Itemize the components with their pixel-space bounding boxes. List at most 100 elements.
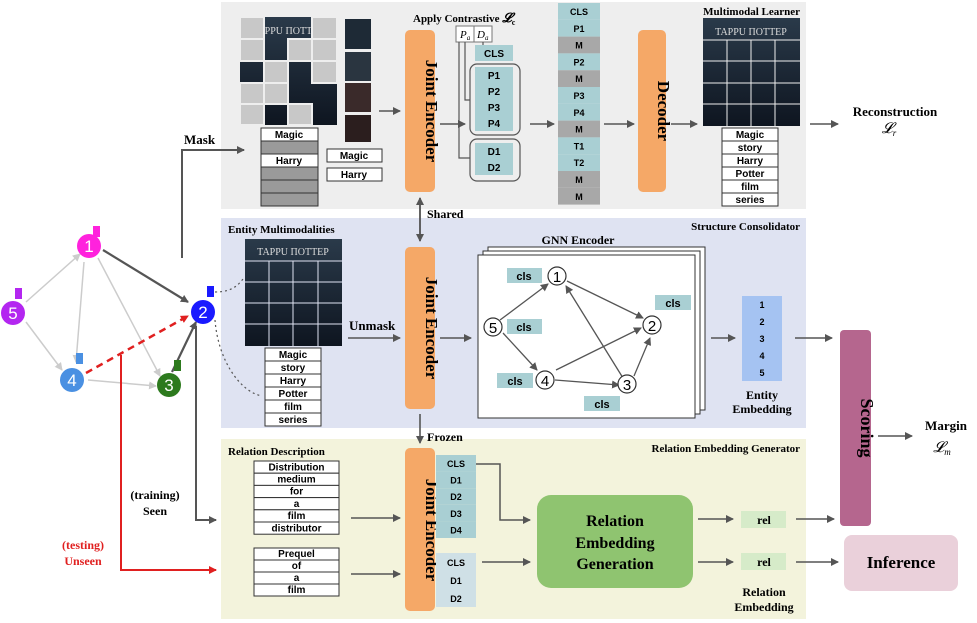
token-cell	[558, 19, 600, 37]
svg-text:P4: P4	[488, 119, 501, 130]
relation-token-cell	[436, 488, 476, 505]
gnn-encoder: GNN Encoder 1 2 3 4 5 cls cls cls cls	[477, 233, 706, 419]
token-text: P4	[573, 108, 584, 118]
entity-embedding-cell	[742, 330, 782, 347]
svg-text:Magic: Magic	[340, 151, 369, 162]
entity-embedding-cell	[742, 364, 782, 381]
token-text: P1	[573, 24, 584, 34]
relation-embedding-label-1: Relation	[742, 585, 786, 599]
graph-node-5: 5	[1, 288, 25, 325]
svg-text:Da: Da	[476, 29, 489, 42]
mask-connector	[181, 146, 245, 258]
shared-label: Shared	[427, 207, 464, 221]
rel-output-seen: rel	[741, 511, 786, 528]
entity-multimodalities-label: Entity Multimodalities	[228, 224, 335, 236]
reconstruction-label: Reconstruction	[853, 104, 938, 119]
relation-seen-text: film	[288, 511, 306, 522]
entity-embedding-value: 4	[759, 351, 764, 361]
token-cell	[558, 3, 600, 20]
graph-node-1-label: 1	[84, 237, 93, 256]
token-cell	[558, 87, 600, 104]
entity-text: Potter	[279, 389, 308, 400]
multimodal-learner-title: Multimodal Learner	[703, 6, 800, 18]
svg-text:Harry: Harry	[341, 170, 368, 181]
reconstructed-poster-image: TAPPU ΠOTTEP	[703, 18, 800, 126]
svg-text:Decoder: Decoder	[654, 81, 673, 142]
svg-text:Harry: Harry	[276, 156, 303, 167]
graph-node-2-label: 2	[198, 303, 207, 322]
graph-node-3: 3	[157, 360, 181, 397]
entity-embedding-cell	[742, 296, 782, 313]
testing-label: (testing)	[62, 538, 104, 552]
svg-text:rel: rel	[757, 555, 771, 569]
svg-text:D2: D2	[488, 163, 501, 174]
token-cell	[558, 137, 600, 155]
relation-token-text: D3	[450, 509, 462, 519]
entity-cell	[264, 412, 322, 427]
token-text: CLS	[570, 7, 588, 17]
svg-text:P3: P3	[488, 103, 501, 114]
entity-embedding-cell	[742, 313, 782, 330]
svg-text:P2: P2	[488, 87, 501, 98]
relation-token-cell	[436, 571, 476, 589]
relation-seen-text: Distribution	[268, 462, 324, 473]
margin-label: Margin	[925, 418, 968, 433]
entity-dotted-link	[214, 277, 245, 293]
relation-unseen-text: of	[292, 561, 302, 572]
margin-loss: 𝓛m	[933, 440, 951, 457]
token-text: M	[575, 192, 583, 202]
entity-embedding-label-2: Embedding	[732, 402, 791, 416]
graph-node-3-label: 3	[164, 376, 173, 395]
joint-encoder-top: Joint Encoder	[405, 30, 441, 192]
unmask-label: Unmask	[349, 318, 396, 333]
frozen-label: Frozen	[427, 430, 463, 444]
entity-embedding-value: 5	[759, 368, 764, 378]
relation-unseen-text: a	[294, 573, 300, 584]
relation-seen-text: for	[290, 487, 303, 498]
token-text: P2	[573, 57, 584, 67]
token-cell	[558, 154, 600, 171]
recon-text: Potter	[736, 169, 765, 180]
relation-seen-text: a	[294, 499, 300, 510]
graph-node-5-label: 5	[8, 304, 17, 323]
contrastive-tokens: CLS P1 P2 P3 P4 D1 D2	[469, 45, 521, 182]
recon-text: Magic	[736, 130, 765, 141]
relation-seen-text: medium	[277, 474, 315, 485]
mask-label: Mask	[184, 132, 216, 147]
entity-text: Harry	[280, 376, 307, 387]
decoder-block: Decoder	[638, 30, 673, 192]
svg-text:rel: rel	[757, 513, 771, 527]
svg-text:cls: cls	[594, 399, 609, 411]
svg-text:4: 4	[541, 373, 549, 390]
token-text: T1	[574, 141, 585, 151]
masked-text-column: Magic Harry	[260, 127, 319, 207]
relation-seen-text: distributor	[272, 523, 322, 534]
token-cell	[558, 70, 600, 87]
svg-text:cls: cls	[516, 322, 531, 334]
relation-token-text: CLS	[447, 558, 465, 568]
rel-output-unseen: rel	[741, 553, 786, 570]
recon-text: Harry	[737, 156, 764, 167]
relation-description-label: Relation Description	[228, 446, 325, 458]
relation-token-text: D2	[450, 492, 462, 502]
svg-text:5: 5	[489, 320, 497, 337]
relation-token-text: D1	[450, 576, 462, 586]
reconstruction-loss: 𝓛r	[882, 121, 897, 138]
svg-text:cls: cls	[516, 271, 531, 283]
relation-token-text: D4	[450, 525, 462, 535]
token-text: P3	[573, 91, 584, 101]
svg-text:Joint Encoder: Joint Encoder	[422, 277, 441, 380]
entity-poster-image: TAPPU ΠOTTEP	[245, 239, 342, 346]
entity-text: series	[279, 415, 308, 426]
relation-token-text: CLS	[447, 459, 465, 469]
token-cell	[558, 187, 600, 205]
entity-text: film	[284, 402, 302, 413]
relation-token-text: D1	[450, 476, 462, 486]
svg-text:Relation: Relation	[586, 513, 644, 530]
